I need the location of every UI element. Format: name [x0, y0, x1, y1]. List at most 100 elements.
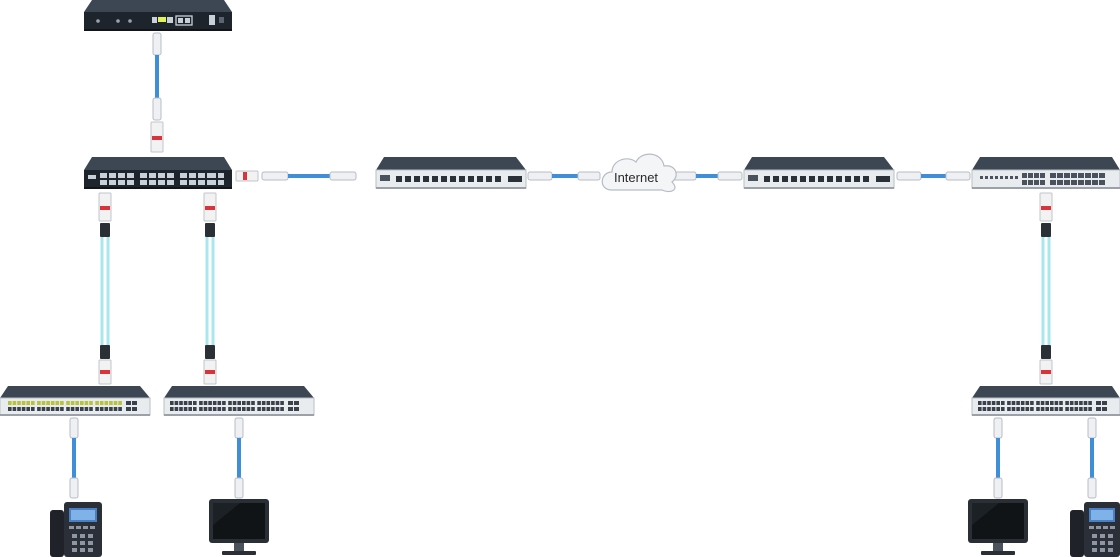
port	[242, 401, 246, 405]
port	[782, 176, 788, 182]
switch-icon[interactable]	[0, 386, 151, 416]
port	[170, 401, 174, 405]
port	[189, 180, 196, 185]
port	[1078, 180, 1084, 185]
port	[827, 176, 833, 182]
port	[294, 407, 299, 411]
cloud-icon: Internet	[601, 153, 677, 193]
port	[423, 176, 429, 182]
port	[1099, 173, 1105, 178]
switch-icon[interactable]	[163, 386, 315, 416]
port	[441, 176, 447, 182]
port	[237, 407, 241, 411]
port	[99, 401, 104, 405]
port	[149, 173, 156, 178]
port	[294, 401, 299, 405]
port	[217, 401, 222, 405]
port	[199, 401, 203, 405]
port	[1074, 407, 1079, 411]
port	[459, 176, 465, 182]
port	[174, 401, 179, 405]
cable-cloud-router-right	[671, 171, 743, 181]
port	[271, 407, 275, 411]
port	[210, 180, 216, 185]
port	[996, 407, 1000, 411]
server-icon[interactable]	[84, 0, 232, 31]
port	[212, 407, 217, 411]
port	[75, 407, 79, 411]
port	[978, 401, 982, 405]
port	[183, 407, 188, 411]
port	[1054, 407, 1059, 411]
port	[149, 180, 156, 185]
port	[1022, 173, 1027, 178]
port	[1069, 407, 1074, 411]
port	[288, 401, 293, 405]
port	[41, 401, 46, 405]
port	[414, 176, 420, 182]
port	[1045, 407, 1049, 411]
port	[1025, 401, 1030, 405]
port	[450, 176, 456, 182]
router-icon[interactable]	[375, 157, 527, 189]
port	[995, 176, 998, 179]
port	[1074, 401, 1079, 405]
port	[199, 407, 203, 411]
port	[1059, 401, 1063, 405]
port	[167, 180, 174, 185]
port	[1030, 407, 1034, 411]
port	[80, 401, 84, 405]
monitor-icon[interactable]	[209, 499, 269, 555]
port	[41, 407, 46, 411]
monitor-icon[interactable]	[968, 499, 1028, 555]
port	[982, 401, 987, 405]
port	[179, 407, 183, 411]
port	[26, 407, 30, 411]
port	[210, 173, 216, 178]
phone-icon[interactable]	[1070, 502, 1120, 557]
port	[127, 173, 134, 178]
port	[845, 176, 851, 182]
port	[261, 401, 266, 405]
port	[126, 401, 131, 405]
port	[89, 401, 93, 405]
port	[104, 401, 109, 405]
port	[208, 401, 212, 405]
port	[55, 407, 60, 411]
port	[232, 401, 237, 405]
port	[31, 407, 35, 411]
port	[1069, 401, 1074, 405]
port	[396, 176, 402, 182]
port	[1007, 401, 1011, 405]
port	[1028, 180, 1033, 185]
port	[266, 407, 271, 411]
port	[1005, 176, 1008, 179]
port	[118, 173, 125, 178]
port	[50, 401, 55, 405]
port	[132, 401, 137, 405]
switch-icon[interactable]	[971, 386, 1120, 416]
port	[193, 407, 197, 411]
port	[222, 401, 226, 405]
port	[991, 401, 996, 405]
port	[21, 407, 26, 411]
port	[246, 401, 251, 405]
phone-icon[interactable]	[50, 502, 102, 557]
port	[1007, 407, 1011, 411]
port	[1025, 407, 1030, 411]
switch-icon[interactable]	[84, 157, 232, 189]
port	[104, 407, 109, 411]
port	[218, 180, 224, 185]
port	[126, 407, 131, 411]
port	[1028, 173, 1033, 178]
cable-router-right-core-right	[896, 171, 971, 181]
port	[198, 173, 205, 178]
switch-icon[interactable]	[971, 157, 1120, 189]
port	[1071, 180, 1077, 185]
router-icon[interactable]	[743, 157, 895, 189]
port	[158, 173, 165, 178]
port	[167, 173, 174, 178]
port	[1078, 173, 1084, 178]
cable-access-1-phone	[69, 417, 79, 499]
